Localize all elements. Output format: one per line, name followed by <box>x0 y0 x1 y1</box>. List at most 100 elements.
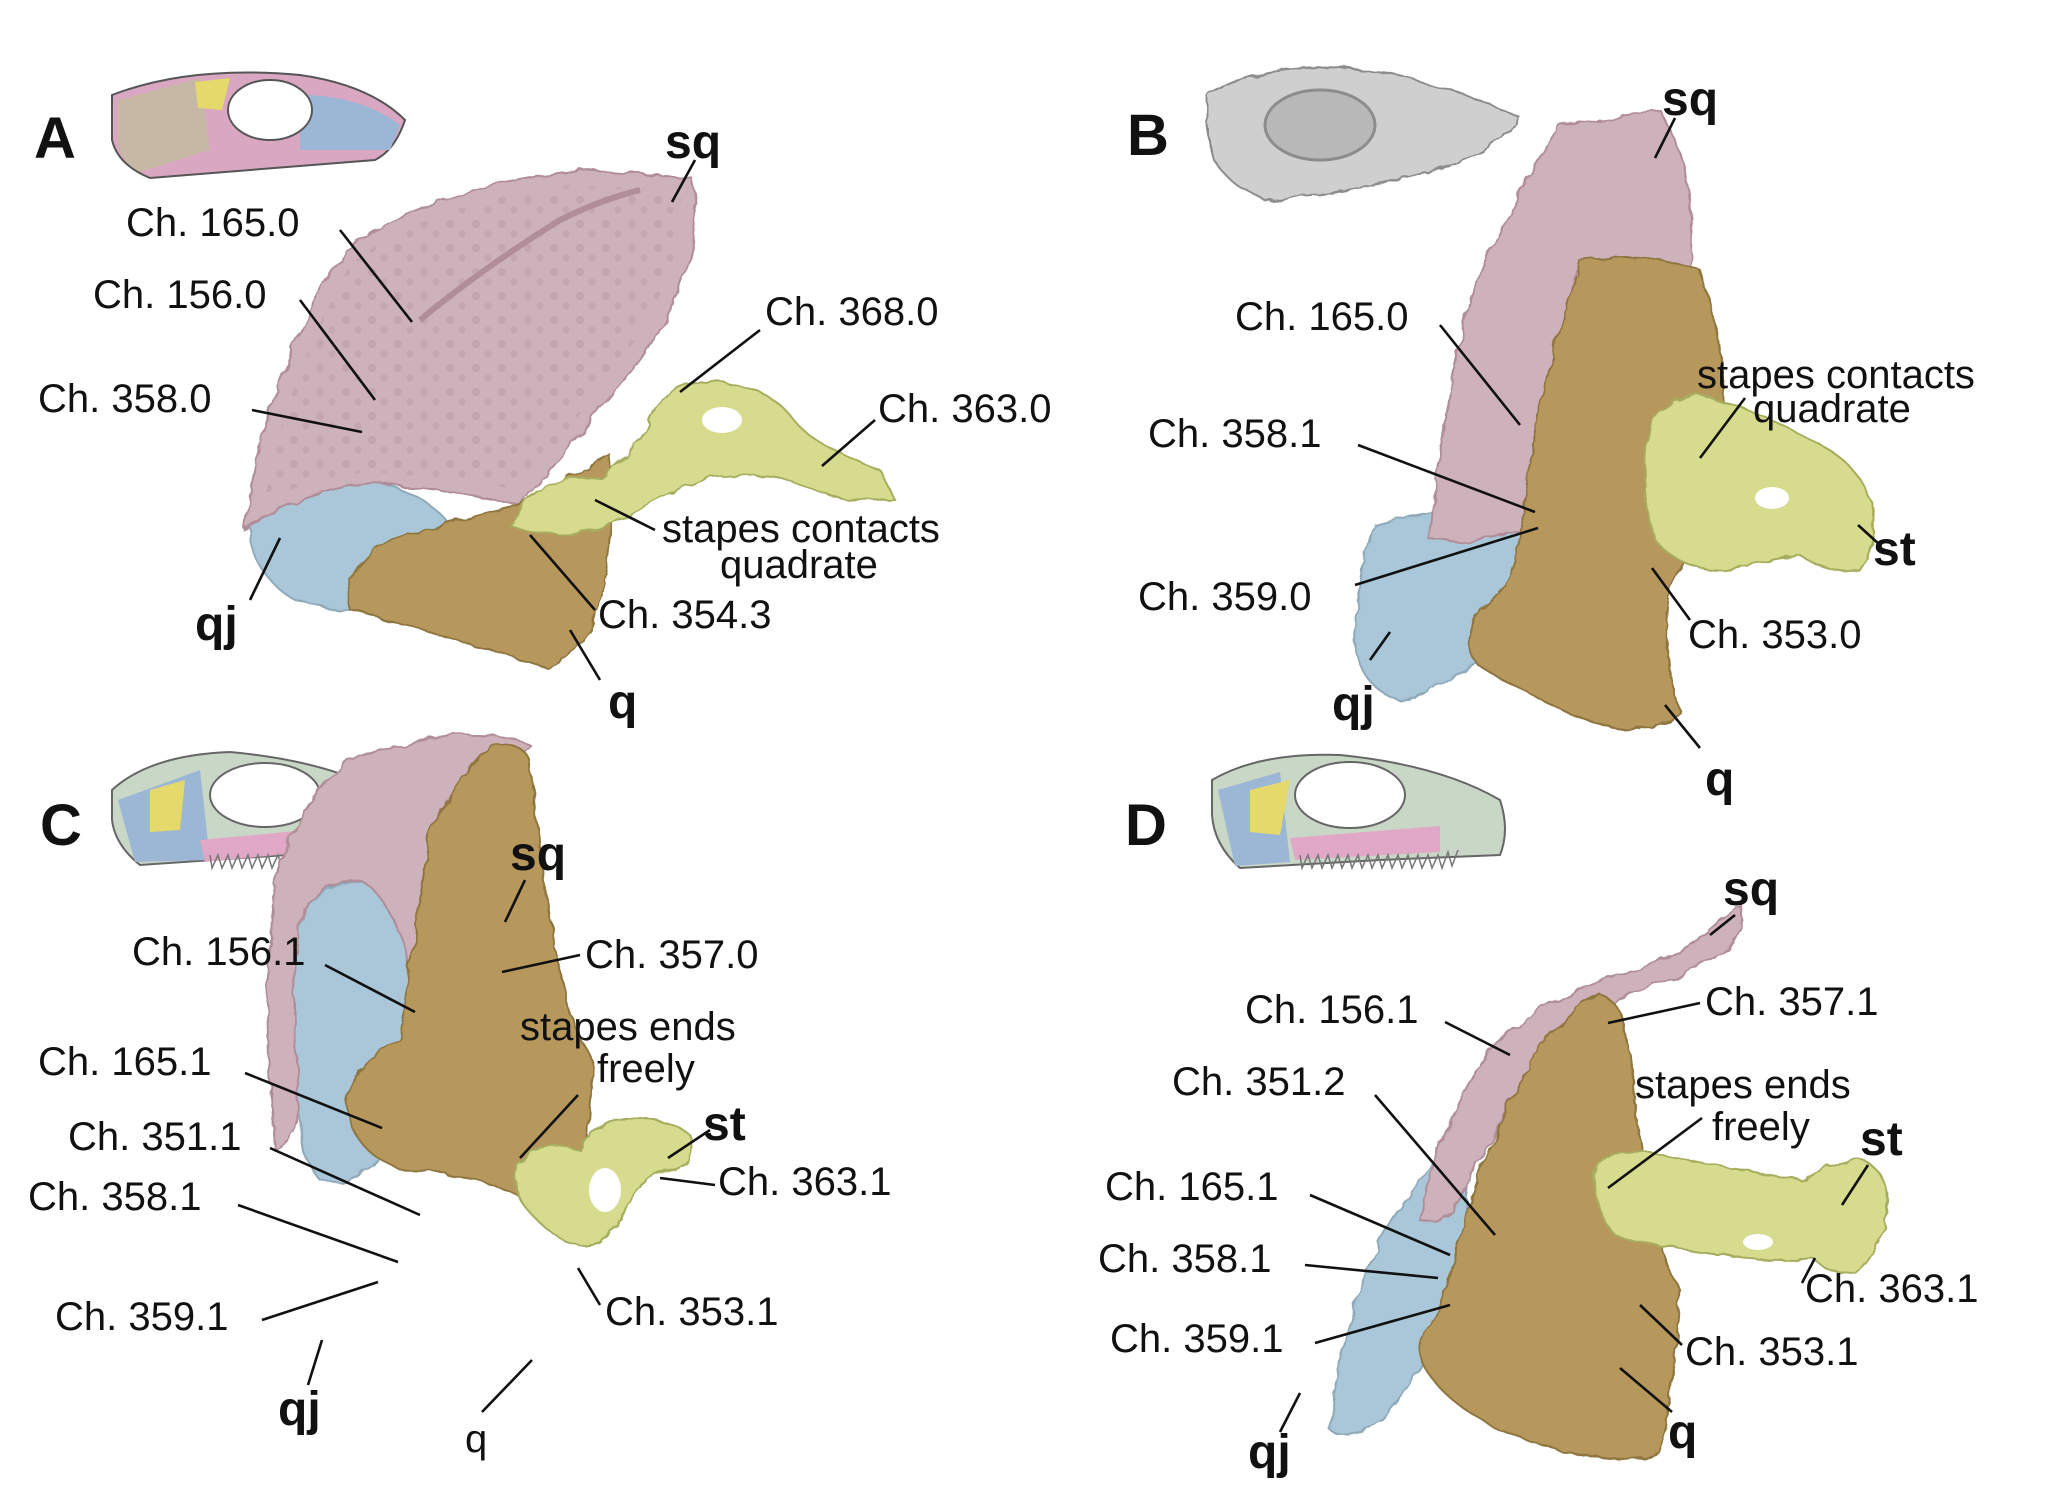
quadrate-c <box>343 743 595 1210</box>
leader-ch165-0-a <box>338 229 414 323</box>
label-ch368-0-a: Ch. 368.0 <box>765 290 938 334</box>
leader-ch354-3-a <box>529 534 596 611</box>
panel-c: C sq st qj q Ch. 156.1 Ch. 357.0 stapes … <box>28 733 891 1461</box>
label-stapes-ends-c: stapes ends <box>520 1005 736 1049</box>
label-ch165-0-a: Ch. 165.0 <box>126 201 299 245</box>
label-ch351-2-d: Ch. 351.2 <box>1172 1060 1345 1104</box>
skull-region-a3 <box>195 78 230 110</box>
label-stapes-contacts-b: stapes contacts <box>1697 353 1975 397</box>
skull-orbit-d <box>1294 761 1406 829</box>
bone-label-st-b: st <box>1873 523 1916 576</box>
skull-thumbnail-a <box>111 71 407 180</box>
leader-ch363-1-d <box>1800 1257 1817 1284</box>
leader-ch351-2-d <box>1374 1094 1496 1236</box>
quadrate-b <box>1468 256 1724 732</box>
leader-ch358-1-b <box>1357 443 1536 514</box>
bone-label-sq-a: sq <box>665 116 721 169</box>
leader-ch358-1-c <box>237 1203 399 1264</box>
bone-label-qj-a: qj <box>195 598 238 651</box>
skull-teeth-d <box>1299 849 1459 871</box>
leader-ch165-1-c <box>244 1071 383 1130</box>
label-ch156-1-d: Ch. 156.1 <box>1245 988 1418 1032</box>
leader-ch358-1-d <box>1304 1263 1439 1280</box>
leader-ch359-1-d <box>1314 1303 1451 1345</box>
label-ch357-0-c: Ch. 357.0 <box>585 933 758 977</box>
leader-ch363-1-c <box>659 1176 716 1187</box>
stapes-a <box>508 380 897 535</box>
label-ch354-3-a: Ch. 354.3 <box>598 593 771 637</box>
label-quadrate-a: quadrate <box>720 543 878 587</box>
bone-label-qj-b: qj <box>1332 678 1375 731</box>
label-stapes-ends-d: stapes ends <box>1635 1063 1851 1107</box>
label-ch363-1-c: Ch. 363.1 <box>718 1160 891 1204</box>
leader-sq-a <box>670 159 697 203</box>
panel-d: D sq st qj q Ch. 156.1 Ch. 357.1 stapes … <box>1098 753 1978 1479</box>
label-freely-c: freely <box>597 1047 695 1091</box>
leader-ch353-1-d <box>1639 1304 1683 1346</box>
leader-ch359-0-b <box>1354 526 1539 587</box>
label-ch165-1-c: Ch. 165.1 <box>38 1040 211 1084</box>
leader-ch165-1-d <box>1309 1193 1451 1257</box>
stapes-d <box>1593 1148 1890 1274</box>
label-ch363-1-d: Ch. 363.1 <box>1805 1267 1978 1311</box>
skull-thumbnail-d <box>1211 753 1506 871</box>
leader-sq-b <box>1653 117 1677 159</box>
leader-qj-d <box>1278 1392 1302 1433</box>
bone-label-sq-b: sq <box>1662 73 1718 126</box>
quadrate-d <box>1418 993 1682 1462</box>
leader-q-d <box>1619 1367 1673 1413</box>
leader-stapes-contacts-a <box>594 498 656 532</box>
leader-q-b <box>1663 704 1702 749</box>
skull-region-a2 <box>300 95 400 150</box>
panel-b: B sq st qj q Ch. 165.0 stapes contacts q… <box>1127 66 1975 806</box>
bone-label-sq-d: sq <box>1723 863 1779 916</box>
leader-ch368-0-a <box>679 328 761 394</box>
bone-label-q-c: q <box>465 1417 487 1461</box>
skull-region-c3 <box>150 780 185 832</box>
skull-region-d3 <box>1250 780 1290 835</box>
leader-stapes-ends-c <box>519 1094 579 1159</box>
leader-q-a <box>568 629 602 681</box>
leader-ch156-1-c <box>324 963 416 1014</box>
leader-q-c <box>481 1359 533 1413</box>
squamosal-ridge-a <box>418 187 641 323</box>
skull-orbit-b <box>1263 88 1377 162</box>
label-ch351-1-c: Ch. 351.1 <box>68 1115 241 1159</box>
bone-label-sq-c: sq <box>510 828 566 881</box>
label-ch358-1-d: Ch. 358.1 <box>1098 1237 1271 1281</box>
label-ch156-1-c: Ch. 156.1 <box>132 930 305 974</box>
label-ch156-0-a: Ch. 156.0 <box>93 273 266 317</box>
stapes-foramen-b <box>1755 487 1789 509</box>
stapes-foramen-a <box>702 407 742 433</box>
leader-ch156-0-a <box>298 299 377 401</box>
leader-sq-c <box>503 879 527 923</box>
leader-sq-d <box>1709 913 1736 937</box>
label-freely-d: freely <box>1712 1105 1810 1149</box>
leader-ch165-0-b <box>1438 324 1522 426</box>
panel-letter-d: D <box>1125 793 1167 858</box>
label-ch358-0-a: Ch. 358.0 <box>38 377 211 421</box>
label-ch359-1-d: Ch. 359.1 <box>1110 1317 1283 1361</box>
leader-qj-c <box>306 1339 324 1386</box>
bone-label-qj-c: qj <box>278 1383 321 1436</box>
bone-label-q-b: q <box>1705 753 1734 806</box>
label-stapes-contacts-a: stapes contacts <box>662 507 940 551</box>
squamosal-d <box>1418 903 1743 1223</box>
bone-label-q-a: q <box>608 676 637 729</box>
leader-st-b <box>1857 524 1881 546</box>
skull-thumbnail-b <box>1207 66 1522 202</box>
label-ch358-1-c: Ch. 358.1 <box>28 1175 201 1219</box>
panel-letter-b: B <box>1127 103 1169 168</box>
panel-letter-a: A <box>34 106 76 171</box>
label-ch353-0-b: Ch. 353.0 <box>1688 613 1861 657</box>
bone-label-st-c: st <box>703 1098 746 1151</box>
bone-label-q-d: q <box>1668 1406 1697 1459</box>
leader-st-c <box>667 1128 711 1160</box>
leader-ch351-1-c <box>269 1146 421 1217</box>
label-ch359-1-c: Ch. 359.1 <box>55 1295 228 1339</box>
label-ch363-0-a: Ch. 363.0 <box>878 387 1051 431</box>
leader-st-d <box>1840 1164 1870 1206</box>
leader-ch156-1-d <box>1444 1020 1511 1057</box>
leader-qj-b <box>1368 631 1392 661</box>
